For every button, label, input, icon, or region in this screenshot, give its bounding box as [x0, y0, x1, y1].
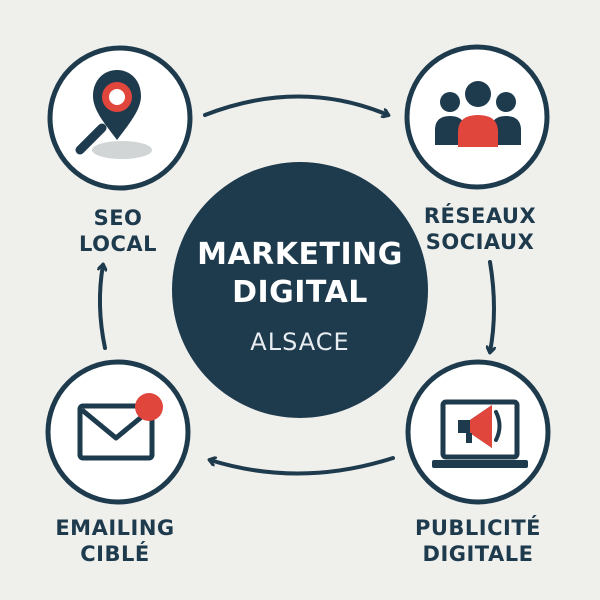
envelope-notification-icon — [77, 393, 163, 461]
node-label-line: DIGITALE — [422, 542, 534, 566]
node-label-seo-local: SEO LOCAL — [18, 205, 218, 257]
people-group-icon — [435, 81, 521, 147]
node-label-reseaux-sociaux: RÉSEAUX SOCIAUX — [380, 203, 580, 255]
node-label-publicite-digitale: PUBLICITÉ DIGITALE — [378, 515, 578, 567]
center-title-line1: MARKETING — [197, 237, 403, 272]
map-pin-search-icon — [75, 70, 152, 159]
node-reseaux-sociaux — [404, 44, 550, 190]
flow-arrow-social-to-ads — [490, 260, 494, 352]
node-publicite-digitale — [405, 359, 551, 505]
flow-arrow-email-to-seo — [100, 265, 105, 350]
node-label-line: PUBLICITÉ — [414, 516, 542, 540]
center-title-line2: DIGITAL — [232, 275, 368, 310]
center-circle — [172, 162, 428, 418]
center-subtitle: ALSACE — [250, 328, 350, 356]
flow-arrow-ads-to-email — [210, 458, 395, 476]
node-seo-local — [47, 45, 193, 191]
node-emailing-cible — [45, 359, 191, 505]
node-label-line: SEO — [93, 206, 143, 230]
node-label-line: CIBLÉ — [80, 542, 150, 566]
node-label-emailing-cible: EMAILING CIBLÉ — [15, 515, 215, 567]
node-label-line: SOCIAUX — [425, 230, 535, 254]
flow-arrow-seo-to-social — [203, 94, 388, 116]
node-label-line: RÉSEAUX — [423, 204, 537, 228]
node-label-line: EMAILING — [55, 516, 175, 540]
megaphone-monitor-icon — [432, 399, 528, 468]
node-label-line: LOCAL — [78, 232, 158, 256]
